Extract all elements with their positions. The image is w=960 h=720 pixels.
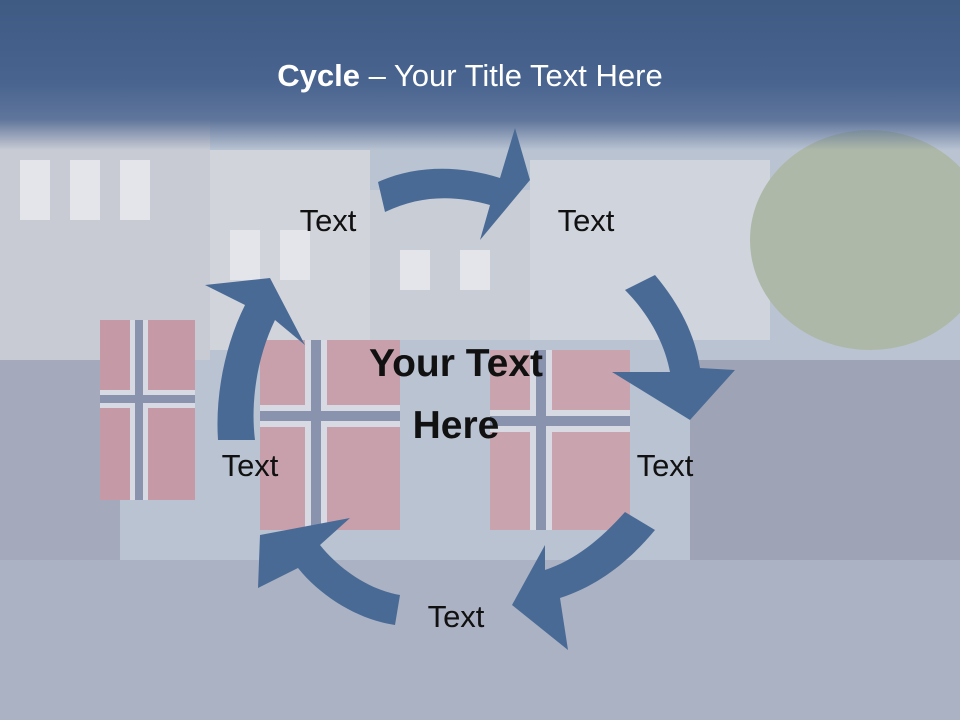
slide-title: Cycle – Your Title Text Here: [0, 56, 940, 96]
cycle-label-2: Text: [557, 203, 615, 238]
cycle-arrow-2: [612, 275, 735, 420]
title-bold: Cycle: [277, 58, 360, 93]
title-band: [0, 0, 960, 150]
cycle-arrow-4: [258, 518, 400, 625]
title-rest: – Your Title Text Here: [360, 58, 663, 93]
center-text: Your Text Here: [326, 333, 586, 457]
cycle-label-4: Text: [427, 599, 485, 634]
cycle-label-3: Text: [636, 448, 694, 483]
center-text-line-1: Your Text: [368, 342, 544, 385]
center-text-line-2: Here: [412, 404, 500, 447]
cycle-label-5: Text: [221, 448, 279, 483]
cycle-arrow-3: [512, 512, 655, 650]
cycle-arrow-1: [378, 128, 530, 240]
cycle-label-1: Text: [299, 203, 357, 238]
cycle-arrow-5: [205, 278, 305, 440]
